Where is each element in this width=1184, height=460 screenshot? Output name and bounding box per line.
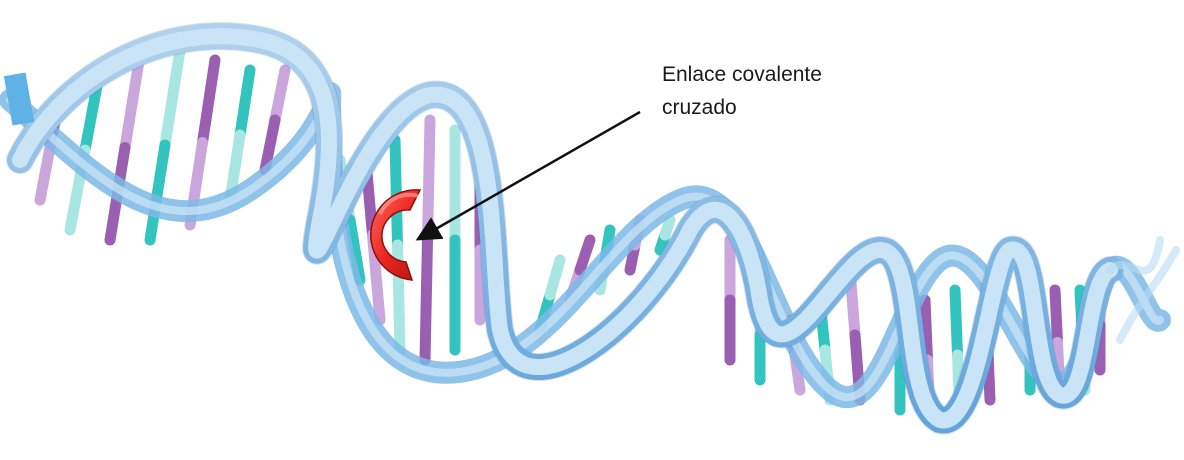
crosslink-label: Enlace covalente cruzado bbox=[662, 58, 822, 124]
base-pair-half bbox=[425, 240, 428, 360]
base-pair-half bbox=[203, 60, 216, 143]
base-pair-half bbox=[665, 220, 670, 235]
base-pair-half bbox=[165, 50, 180, 145]
base-pair-half bbox=[150, 145, 165, 240]
base-pair-half bbox=[428, 120, 431, 240]
crosslink-label-line2: cruzado bbox=[662, 91, 822, 124]
base-pair-half bbox=[40, 148, 50, 201]
base-pair-half bbox=[275, 70, 285, 120]
base-pair-half bbox=[550, 260, 560, 295]
strand-end-cap bbox=[4, 72, 34, 125]
crosslink-label-line1: Enlace covalente bbox=[662, 58, 822, 91]
base-pair-half bbox=[240, 70, 250, 135]
base-pair-half bbox=[395, 140, 398, 245]
base-pair-half bbox=[955, 290, 958, 355]
base-pair-half bbox=[1055, 290, 1058, 343]
